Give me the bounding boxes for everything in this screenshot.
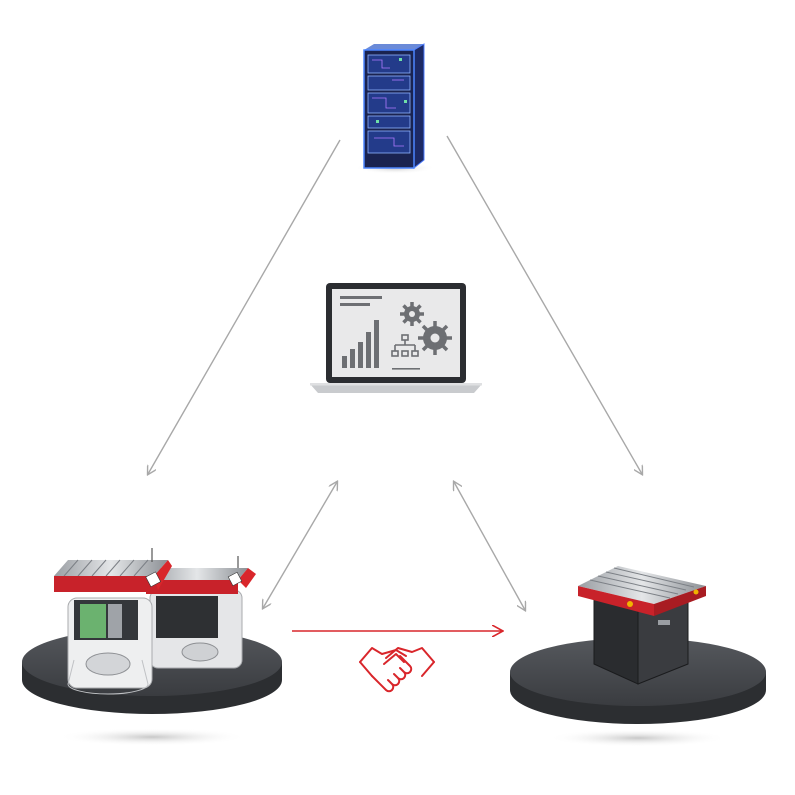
server-rack-icon: [355, 43, 435, 174]
station-platform: [510, 638, 766, 747]
handshake-icon: [359, 647, 435, 693]
connector-server-robots: [148, 139, 341, 474]
connector-server-station: [446, 135, 642, 474]
amr-robots-icon: [54, 548, 256, 695]
connector-station-software: [454, 482, 525, 610]
laptop-analytics-icon: [310, 283, 482, 393]
connector-robots-software: [263, 482, 337, 608]
conveyor-station-icon: [578, 566, 706, 685]
